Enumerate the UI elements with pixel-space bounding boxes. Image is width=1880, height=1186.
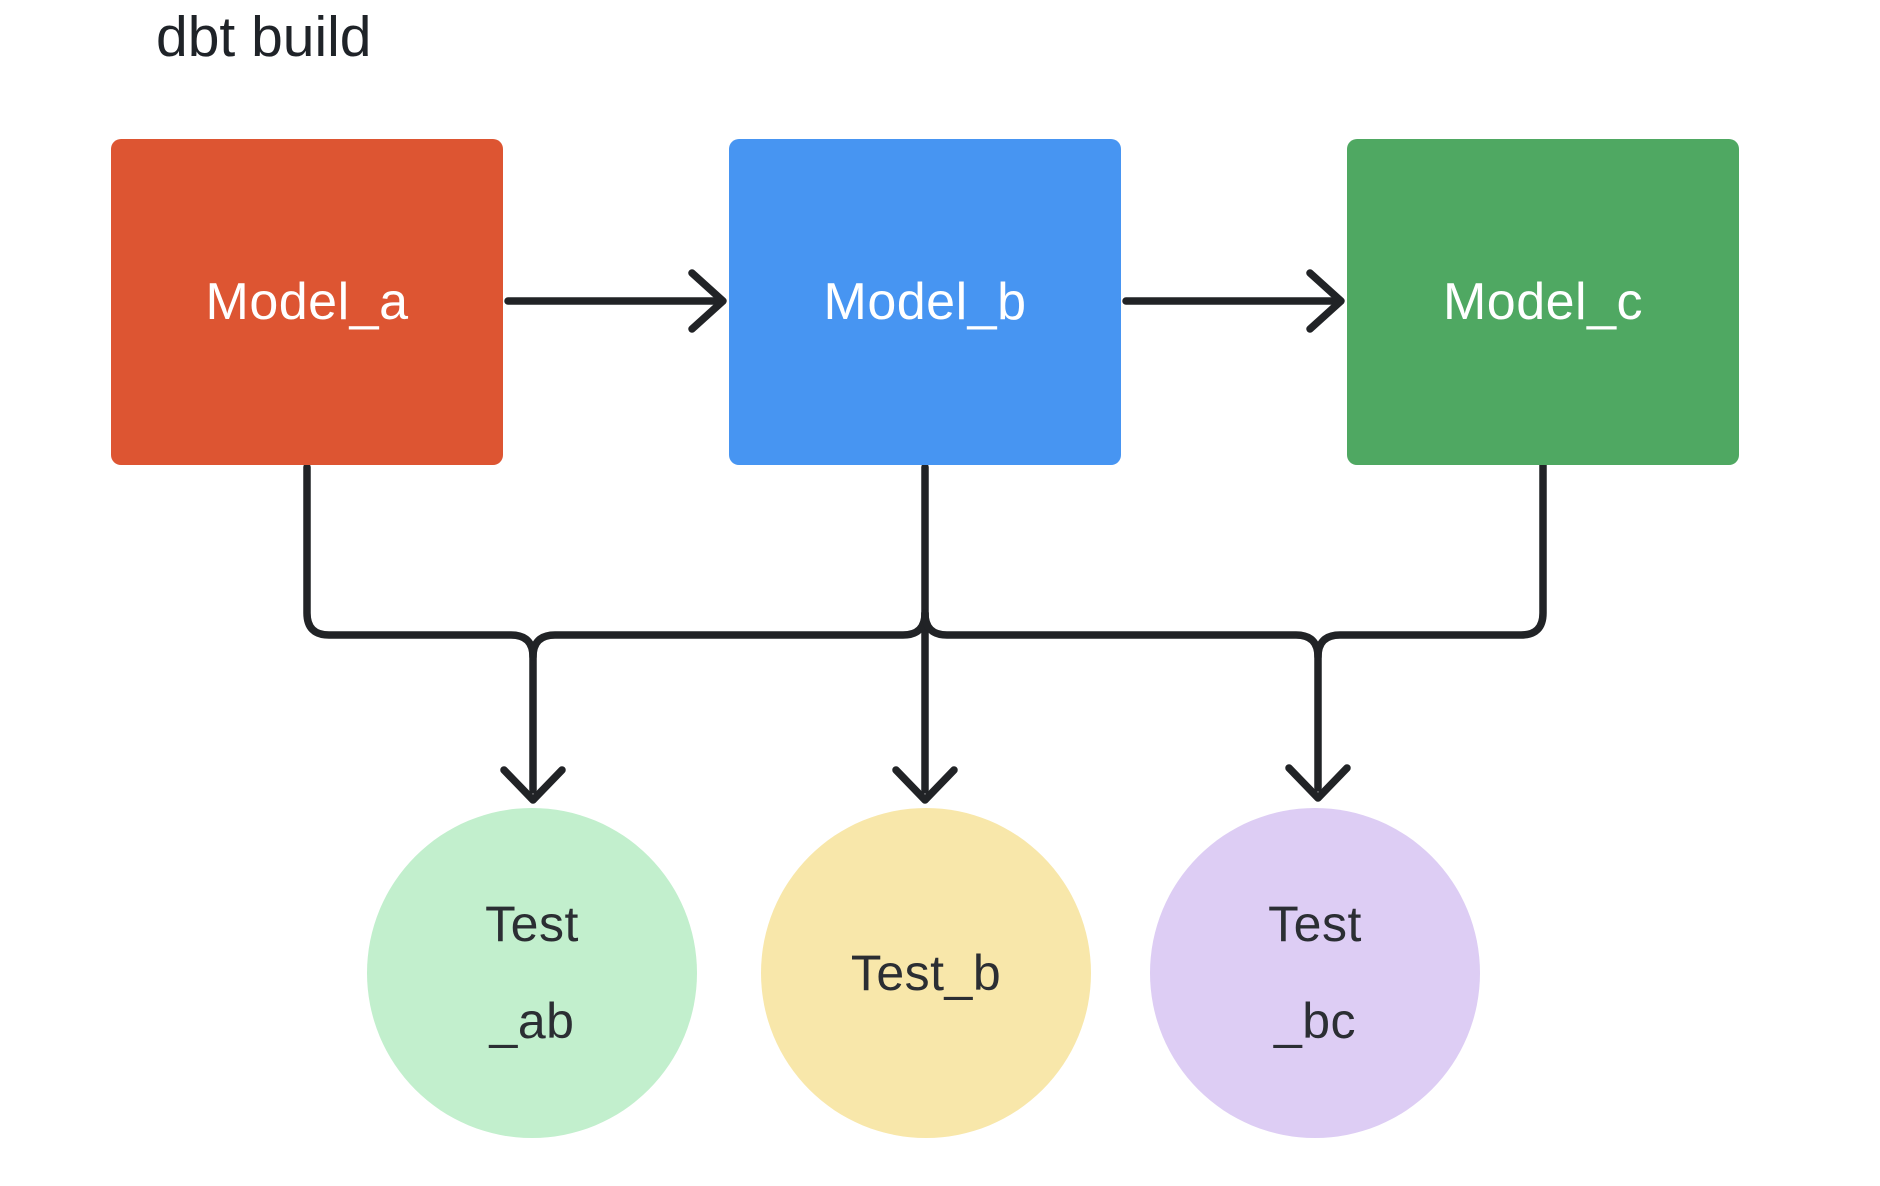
node-test-bc-label-line-1: Test [1268, 896, 1362, 952]
node-model-c-label: Model_c [1442, 273, 1644, 331]
edge-model-a-to-test-ab [303, 463, 537, 794]
diagram-title: dbt build [156, 5, 372, 69]
node-test-ab-label-line-1: Test [485, 896, 579, 952]
node-test-bc: Test _bc [1150, 808, 1480, 1138]
node-model-a-label: Model_a [205, 273, 409, 331]
edge-model-b-to-model-c-arrowhead-icon [1306, 269, 1345, 333]
node-model-b-label: Model_b [823, 273, 1027, 331]
node-model-a: Model_a [111, 139, 503, 465]
edge-model-c-to-test-bc [1314, 461, 1547, 661]
node-test-ab-label-line-2: _ab [489, 993, 575, 1049]
node-test-ab: Test _ab [367, 808, 697, 1138]
edge-model-a-to-model-b-arrowhead-icon [688, 269, 727, 333]
edge-model-b-to-test-bc [921, 609, 1322, 792]
edge-test-b-arrowhead-icon [892, 766, 958, 804]
node-model-b: Model_b [729, 139, 1121, 465]
node-test-bc-label-line-2: _bc [1273, 993, 1357, 1049]
node-model-c: Model_c [1347, 139, 1739, 465]
node-test-b-label-line-1: Test_b [850, 944, 1002, 1001]
edge-model-b-to-test-ab [529, 609, 929, 661]
edge-test-bc-arrowhead-icon [1285, 764, 1351, 802]
edge-test-ab-arrowhead-icon [500, 766, 566, 804]
node-test-b: Test_b [761, 808, 1091, 1138]
